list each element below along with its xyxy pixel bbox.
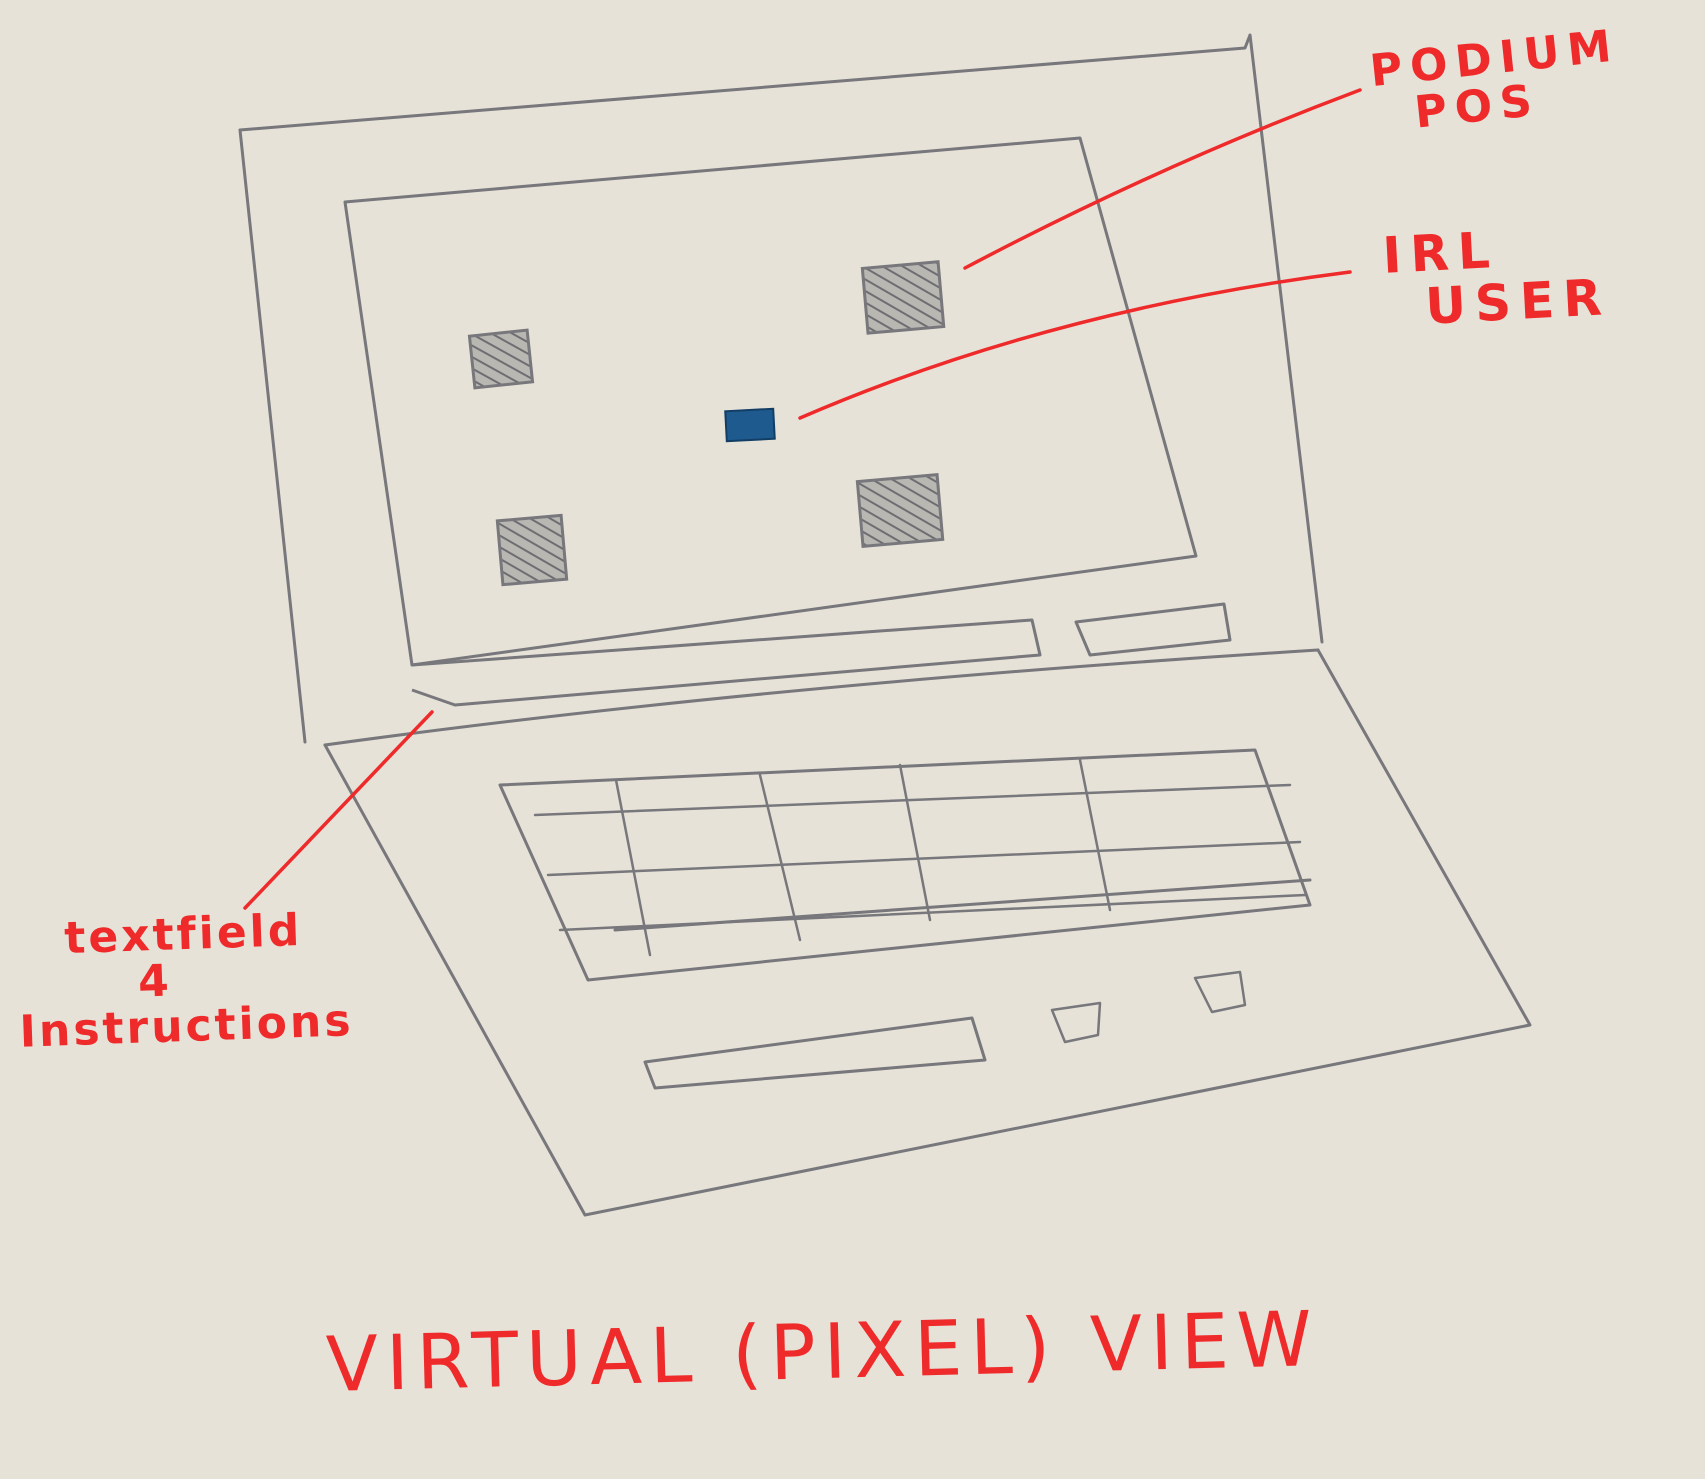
- irl-user-label: IRL USER: [1381, 218, 1613, 336]
- podium-pointer: [963, 88, 1362, 270]
- screen-button: [1074, 602, 1232, 657]
- keyboard-grid: [533, 758, 1307, 957]
- irl-user-marker: [724, 407, 776, 443]
- irl-user-pointer: [798, 270, 1352, 420]
- podium-marker-3: [495, 513, 569, 587]
- instructions-textfield: [411, 618, 1042, 707]
- podium-marker-2: [467, 328, 535, 390]
- textfield-instructions-label: textfield 4 Instructions: [16, 904, 355, 1059]
- podium-marker-4: [855, 473, 945, 548]
- lid-outline: [238, 33, 1324, 744]
- touchpad: [643, 1016, 987, 1090]
- podium-marker-1: [860, 260, 946, 335]
- base-outline: [323, 648, 1532, 1217]
- keyboard-area: [498, 748, 1312, 982]
- textfield-label-line-3: Instructions: [18, 995, 355, 1059]
- hinge-line: [323, 648, 1320, 747]
- textfield-pointer: [243, 710, 434, 910]
- left-click-button: [1050, 1001, 1102, 1044]
- laptop-base: [323, 648, 1532, 1217]
- annotation-pointers: [243, 88, 1362, 910]
- space-bar: [613, 878, 1312, 932]
- laptop-lid: [238, 33, 1324, 744]
- screen-content: [411, 260, 1232, 707]
- irl-label-line-2: USER: [1423, 267, 1613, 336]
- right-click-button: [1193, 970, 1247, 1014]
- screen-border: [343, 136, 1198, 667]
- textfield-label-line-1: textfield: [63, 904, 304, 965]
- touchpad-buttons: [1050, 970, 1247, 1044]
